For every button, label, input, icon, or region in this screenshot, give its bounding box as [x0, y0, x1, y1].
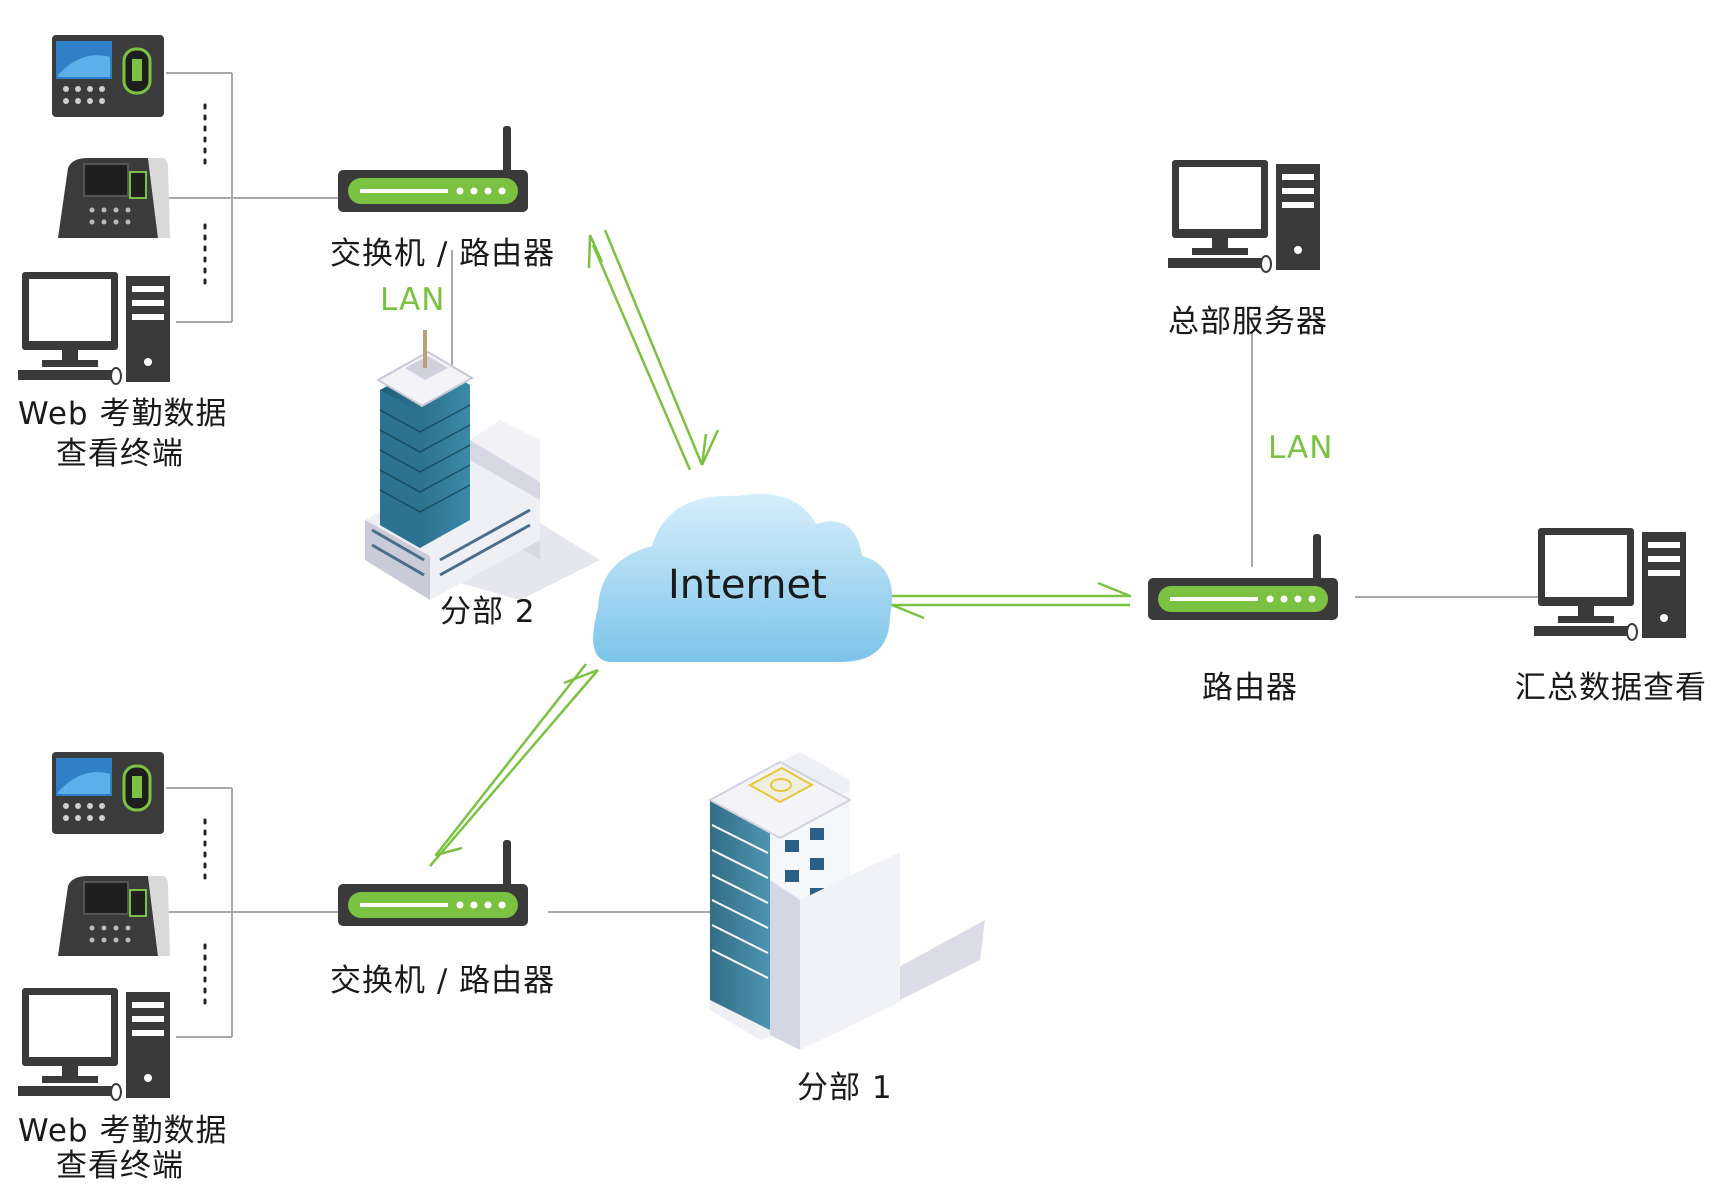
switch-top-label: 交换机 / 路由器: [330, 236, 556, 272]
router-icon: [338, 840, 528, 926]
branch2-label: 分部 2: [440, 594, 536, 630]
router-label: 路由器: [1202, 670, 1298, 706]
face-terminal-icon: [57, 875, 171, 957]
computer-icon: [17, 987, 171, 1101]
face-terminal-icon: [57, 157, 171, 239]
branch1-building-icon: [707, 752, 985, 1050]
switch-bottom-label: 交换机 / 路由器: [330, 963, 556, 999]
internet-arrows: [429, 229, 1132, 867]
internet-cloud: [593, 493, 893, 662]
attendance-terminal-icon: [50, 33, 166, 119]
web-terminal-bottom-line1: Web 考勤数据: [18, 1113, 228, 1149]
lan-top-label: LAN: [380, 282, 446, 318]
branch2-building-icon: [365, 330, 600, 600]
internet-label: Internet: [668, 562, 827, 608]
computer-icon: [1533, 527, 1687, 641]
branch1-label: 分部 1: [797, 1070, 893, 1106]
web-terminal-bottom-line2: 查看终端: [56, 1148, 184, 1184]
web-terminal-top-line1: Web 考勤数据: [18, 396, 228, 432]
connection-lines: [166, 72, 1538, 1038]
computer-icon: [17, 271, 171, 385]
router-icon: [338, 126, 528, 212]
hq-server-label: 总部服务器: [1168, 304, 1328, 340]
lan-right-label: LAN: [1268, 430, 1334, 466]
summary-pc-label: 汇总数据查看: [1515, 670, 1707, 706]
attendance-terminal-icon: [50, 750, 166, 836]
web-terminal-top-line2: 查看终端: [56, 436, 184, 472]
server-computer-icon: [1167, 159, 1321, 273]
router-icon: [1148, 534, 1338, 620]
